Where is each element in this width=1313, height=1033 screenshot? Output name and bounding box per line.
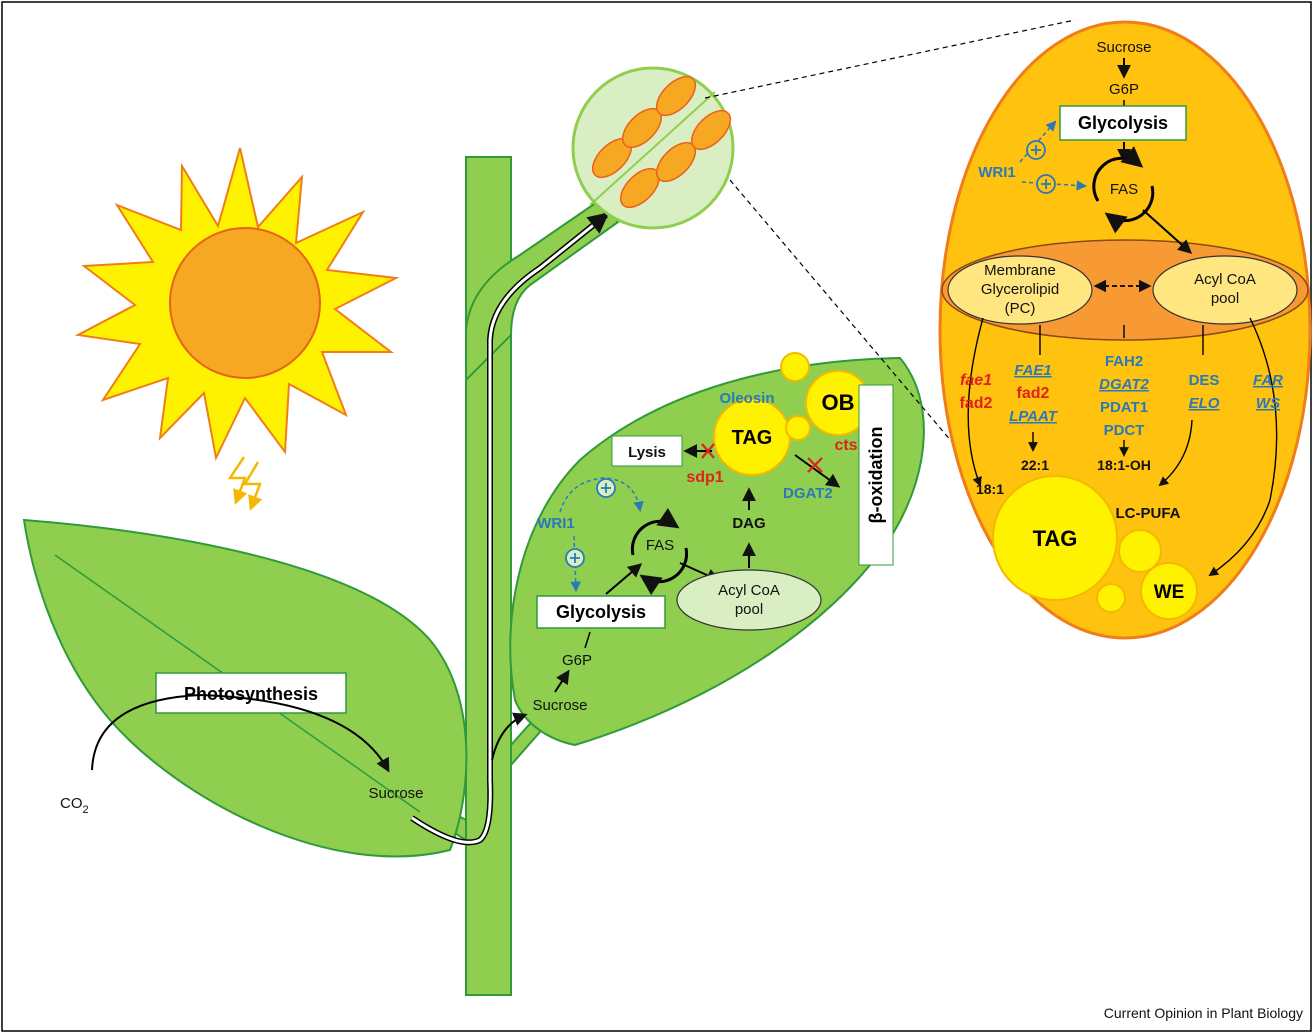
leaf-acyl-coa-label-1: Acyl CoA (718, 582, 780, 599)
leaf-fas-cycle (630, 507, 689, 596)
wax-ester-droplet (1140, 562, 1198, 620)
credit-line: Current Opinion in Plant Biology (1104, 1005, 1303, 1021)
leaf-tag-label: TAG (732, 427, 773, 449)
gene-fad2: fad2 (1017, 385, 1050, 402)
product-18-1: 18:1 (976, 481, 1004, 497)
modification-arrows (967, 317, 1278, 577)
leaf-wri1-label: WRI1 (537, 515, 575, 532)
gene-pdat1: PDAT1 (1100, 399, 1148, 416)
gene-dgat2: DGAT2 (1099, 376, 1149, 393)
leaf-dgat2-label: DGAT2 (783, 485, 833, 502)
plus-icon (596, 478, 616, 498)
membrane-label-2: Glycerolipid (981, 281, 1059, 298)
seed-g6p-label: G6P (1109, 81, 1139, 98)
seed-acyl-coa-pool (1152, 255, 1298, 325)
product-18-1-oh: 18:1-OH (1097, 457, 1151, 473)
sucrose-to-leaf-arrow (491, 712, 528, 761)
oil-body-label: OB (822, 390, 855, 415)
seed-pod (571, 66, 735, 230)
sun-icon (74, 147, 400, 462)
leaf-acyl-coa-pool (676, 569, 822, 631)
gene-fae1: FAE1 (1014, 362, 1052, 379)
leaf-dag-label: DAG (732, 515, 765, 532)
leaf-fas-label: FAS (646, 537, 674, 554)
seed-wri1-label: WRI1 (978, 164, 1016, 181)
leaf-g6p-label: G6P (562, 652, 592, 669)
gene-fad2-mutant: fad2 (960, 395, 993, 412)
oil-droplet (785, 415, 811, 441)
sdp1-label: sdp1 (686, 469, 723, 486)
gene-pdct: PDCT (1104, 422, 1145, 439)
seed-fas-label: FAS (1110, 181, 1138, 198)
beta-oxidation-arrow (794, 454, 841, 488)
leaf-wri1-to-glycolysis (570, 535, 581, 593)
membrane-label-3: (PC) (1005, 300, 1036, 317)
seed-glycolysis-box (1059, 105, 1187, 141)
block-x-icon (701, 443, 715, 459)
gene-ws: WS (1256, 395, 1280, 412)
product-22-1: 22:1 (1021, 457, 1049, 473)
membrane-label-1: Membrane (984, 262, 1056, 279)
gene-des: DES (1189, 372, 1220, 389)
oleosin-label: Oleosin (719, 390, 774, 407)
light-rays-icon (227, 456, 263, 511)
product-lc-pufa: LC-PUFA (1116, 505, 1181, 522)
leaf-sucrose-2-label: Sucrose (532, 697, 587, 714)
membrane-glycerolipid-pool (947, 255, 1093, 325)
gene-far: FAR (1253, 372, 1283, 389)
block-x-icon (807, 457, 823, 473)
seed-tag-label: TAG (1033, 526, 1078, 551)
lysis-box (611, 435, 683, 467)
zoom-line-bottom (729, 179, 1036, 541)
photosynthesis-box (155, 672, 347, 714)
seed-fas-cycle (1092, 146, 1155, 234)
leaf-wri1-to-fas (559, 477, 644, 513)
upper-branch (465, 198, 620, 383)
oil-droplet (1096, 583, 1126, 613)
leaf-glycolysis-box (536, 595, 666, 629)
seed-acyl-coa-label-2: pool (1211, 290, 1239, 307)
seed-sucrose-label: Sucrose (1096, 39, 1151, 56)
beta-oxidation-label: β-oxidation (866, 427, 886, 524)
gene-fae1-mutant: fae1 (960, 372, 992, 389)
gene-elo: ELO (1189, 395, 1220, 412)
photosynthesis-arrow (91, 693, 390, 773)
cts-label: cts (834, 437, 857, 454)
plus-icon (1036, 174, 1056, 194)
seed-wri1-to-glycolysis (1019, 120, 1057, 163)
seed-acyl-coa-label-1: Acyl CoA (1194, 271, 1256, 288)
leaf-sucrose-label: Sucrose (368, 785, 423, 802)
beta-oxidation-box (858, 384, 894, 566)
plus-icon (1026, 140, 1046, 160)
zoom-line-top (704, 19, 1076, 99)
leaf-acyl-coa-label-2: pool (735, 601, 763, 618)
gene-lpaat: LPAAT (1009, 408, 1059, 425)
plus-icon (565, 548, 585, 568)
lysis-label: Lysis (628, 444, 666, 461)
co2-label: CO2 (60, 795, 89, 816)
seed-tag-droplet (992, 475, 1118, 601)
wax-ester-label: WE (1154, 582, 1185, 603)
oil-droplet (1118, 529, 1162, 573)
leaf-glycolysis-label: Glycolysis (556, 602, 646, 622)
gene-fah2: FAH2 (1105, 353, 1143, 370)
photosynthesis-label: Photosynthesis (184, 684, 318, 704)
oil-droplet (780, 352, 810, 382)
seed-glycolysis-label: Glycolysis (1078, 113, 1168, 133)
